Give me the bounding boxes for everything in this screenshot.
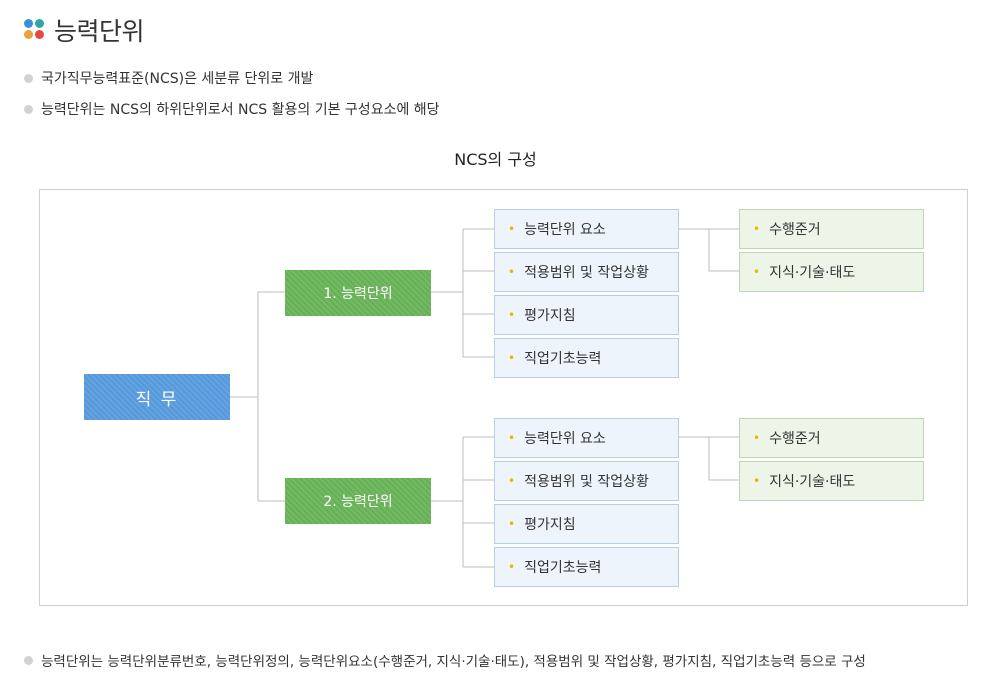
bullet-icon: • [508, 308, 516, 322]
intro-text: 능력단위는 NCS의 하위단위로서 NCS 활용의 기본 구성요소에 해당 [41, 102, 440, 118]
intro-item: 국가직무능력표준(NCS)은 세분류 단위로 개발 [24, 68, 313, 88]
bullet-icon: • [508, 517, 516, 531]
intro-text: 국가직무능력표준(NCS)은 세분류 단위로 개발 [41, 71, 314, 87]
footer-note: 능력단위는 능력단위분류번호, 능력단위정의, 능력단위요소(수행준거, 지식·… [24, 650, 866, 670]
unit-1-component: •직업기초능력 [494, 338, 679, 378]
unit-2-component: •적용범위 및 작업상황 [494, 461, 679, 501]
bullet-icon: • [753, 474, 761, 488]
unit-2-detail: •수행준거 [739, 418, 924, 458]
bullet-icon [24, 655, 33, 665]
diagram-caption: NCS의 구성 [454, 150, 537, 169]
unit-1-component: •적용범위 및 작업상황 [494, 252, 679, 292]
bullet-icon: • [753, 222, 761, 236]
unit-2-detail: •지식·기술·태도 [739, 461, 924, 501]
page-title: 능력단위 [24, 14, 145, 46]
unit-2-component: •능력단위 요소 [494, 418, 679, 458]
bullet-icon [24, 104, 33, 114]
diagram-frame [39, 189, 968, 606]
unit-1-component: •능력단위 요소 [494, 209, 679, 249]
job-box: 직 무 [84, 374, 230, 420]
bullet-icon: • [508, 351, 516, 365]
four-dots-icon [24, 19, 46, 41]
unit-2-component: •직업기초능력 [494, 547, 679, 587]
footer-text: 능력단위는 능력단위분류번호, 능력단위정의, 능력단위요소(수행준거, 지식·… [41, 654, 866, 670]
bullet-icon: • [508, 265, 516, 279]
unit-1-detail: •수행준거 [739, 209, 924, 249]
unit-1-detail: •지식·기술·태도 [739, 252, 924, 292]
unit-2-box: 2. 능력단위 [285, 478, 431, 524]
bullet-icon: • [508, 474, 516, 488]
intro-item: 능력단위는 NCS의 하위단위로서 NCS 활용의 기본 구성요소에 해당 [24, 99, 440, 119]
bullet-icon: • [753, 265, 761, 279]
bullet-icon: • [508, 222, 516, 236]
bullet-icon: • [753, 431, 761, 445]
unit-1-component: •평가지침 [494, 295, 679, 335]
bullet-icon: • [508, 431, 516, 445]
bullet-icon [24, 73, 33, 83]
page-title-text: 능력단위 [54, 17, 145, 46]
unit-2-component: •평가지침 [494, 504, 679, 544]
bullet-icon: • [508, 560, 516, 574]
unit-1-box: 1. 능력단위 [285, 270, 431, 316]
